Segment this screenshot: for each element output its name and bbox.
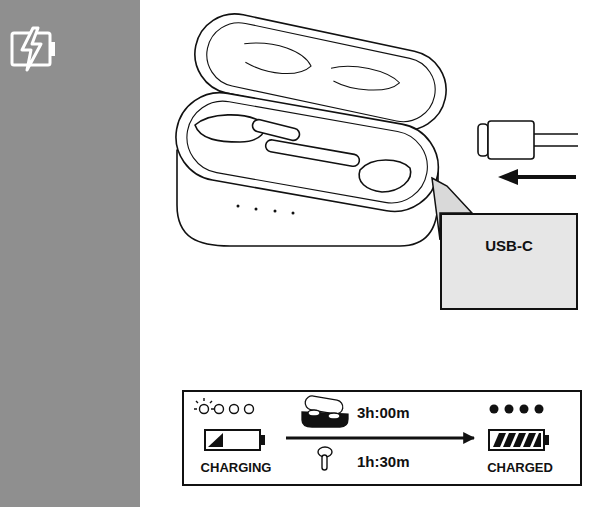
state-charged: CHARGED [476,398,564,478]
battery-low [205,430,265,450]
charging-case [169,6,454,246]
charge-time: 1h:30m [357,453,410,470]
battery-full [489,430,549,450]
case-icon [302,395,348,427]
flow-arrow [286,437,474,440]
node-text: USB-C [485,237,533,254]
earbud-icon [318,447,332,470]
insert-arrow [498,169,576,185]
usb-c-cable [478,121,578,159]
led-dots-charging [194,398,254,414]
charge-time: 3h:00m [357,404,410,421]
port-callout: USB-C [440,213,578,310]
state-charging: CHARGING [188,398,284,478]
battery-icon [12,28,55,70]
node-text: CHARGING [201,460,272,475]
info-panel [183,391,581,485]
led-dots-charged [490,405,544,414]
node-text: CHARGED [487,460,553,475]
side-band [0,0,140,507]
